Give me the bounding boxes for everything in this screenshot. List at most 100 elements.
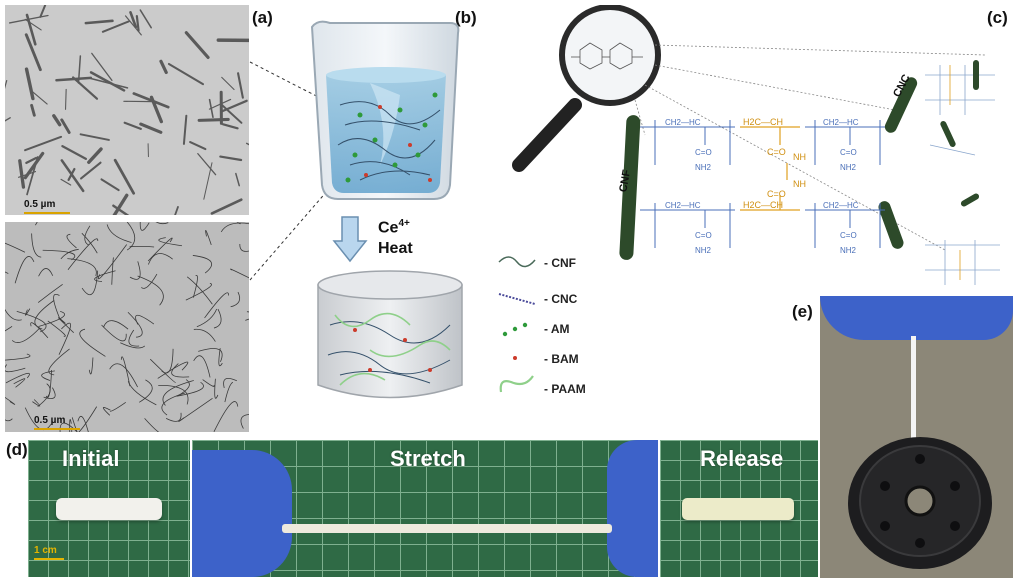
am-legend-icon (502, 322, 528, 337)
cnc-needle (219, 155, 243, 162)
cnc-needle (60, 118, 71, 134)
cnc-needle (24, 33, 42, 72)
cnc-needle (84, 19, 114, 25)
cnf-fibril (38, 268, 54, 277)
cnf-fibril (103, 320, 129, 330)
cnf-fibril (240, 414, 249, 429)
cnf-fibril (171, 363, 190, 378)
svg-text:NH: NH (793, 179, 806, 189)
cnc-needle (64, 88, 67, 110)
cnc-needle (79, 133, 110, 141)
cnc-needle (159, 59, 168, 75)
cnf-fibril (5, 242, 26, 253)
cnf-fibril (192, 255, 213, 274)
panel-label-a: (a) (252, 8, 273, 27)
hydrogel-cylinder (317, 270, 463, 399)
cnf-fibril (5, 418, 13, 422)
cnc-needle (52, 114, 62, 127)
cnc-needle (25, 13, 37, 46)
cnf-fibril (205, 229, 212, 246)
cnf-fibril (45, 370, 52, 398)
cnf-fibril (5, 396, 16, 405)
gel-strand (911, 336, 916, 486)
cnf-fibril (66, 233, 77, 249)
cnc-needle (24, 135, 63, 152)
cnf-fibril (230, 268, 249, 279)
cnf-fibril (106, 224, 132, 243)
cnf-fibril (77, 415, 89, 432)
cnf-fibril (139, 379, 153, 403)
cnc-needle (100, 178, 120, 192)
svg-text:NH: NH (793, 152, 806, 162)
cnf-fibril (220, 222, 249, 233)
gel-sample-stretched (282, 524, 612, 533)
cnf-fibril (193, 355, 211, 378)
cnc-needle (208, 98, 232, 110)
cnc-needle (221, 76, 235, 91)
cnf-fibril (128, 329, 140, 347)
beaker-solution (310, 20, 460, 200)
svg-text:CH2—HC: CH2—HC (823, 201, 859, 210)
cnc-needle (129, 11, 138, 29)
svg-text:C=O: C=O (840, 148, 857, 157)
cnc-needle (203, 162, 213, 200)
reaction-condition-heat: Heat (378, 240, 413, 257)
svg-text:C=O: C=O (767, 147, 786, 157)
cnc-needle (25, 156, 38, 165)
cnf-fibril (14, 256, 35, 284)
svg-text:CH2—HC: CH2—HC (823, 118, 859, 127)
cnf-fibril (88, 357, 94, 375)
cnc-needle (189, 141, 207, 151)
photo-weight-lift (820, 296, 1013, 578)
cnf-fibril (79, 328, 106, 357)
ce-text: Ce (378, 219, 399, 237)
cnf-fibril (38, 310, 65, 327)
panel-label-d: (d) (6, 440, 28, 459)
zoom-connector-lines (249, 61, 329, 281)
cnc-needle (5, 117, 11, 122)
weight-plate (848, 437, 992, 569)
cnf-fibril (202, 379, 215, 387)
cnf-fibril (58, 322, 71, 355)
legend-paam: - PAAM (544, 382, 586, 396)
glove-right (607, 440, 658, 577)
legend-cnc: - CNC (544, 292, 578, 306)
cnc-needles-graphic (5, 5, 249, 215)
cnc-needle (235, 172, 241, 187)
label-release: Release (700, 446, 784, 471)
cnf-fibril (213, 308, 222, 329)
ce-charge: 4+ (398, 218, 410, 229)
cnf-fibril (16, 310, 47, 333)
cnf-fibril (53, 294, 61, 320)
cnf-fibril (158, 385, 189, 405)
cnf-fibril (94, 270, 116, 282)
cnf-fibril (5, 353, 31, 361)
svg-text:H2C—CH: H2C—CH (743, 117, 783, 127)
cnc-needle (139, 122, 163, 134)
cnf-fibril (111, 257, 114, 285)
cnf-fibril (155, 222, 169, 225)
cnc-needle (30, 103, 36, 117)
cnf-fibril (47, 320, 66, 337)
reaction-condition-ce: Ce4+ (378, 218, 410, 237)
photo-initial: 1 cm (28, 440, 190, 577)
cnf-fibril (5, 271, 9, 274)
photo-stretch (192, 440, 658, 577)
svg-text:CH2—HC: CH2—HC (665, 201, 701, 210)
cnf-fibril (239, 244, 249, 252)
panel-label-e: (e) (792, 302, 813, 321)
cnc-needle (132, 92, 170, 109)
cnf-fibril (120, 342, 146, 349)
cnf-fibril (196, 308, 218, 328)
cnf-fibril (81, 270, 99, 296)
cnc-needle (237, 72, 244, 99)
cnc-needle (197, 117, 230, 122)
cnf-fibril (157, 361, 189, 379)
cnc-needle (60, 159, 85, 193)
tem-cnf-scale-label: 0.5 µm (34, 415, 66, 426)
cnf-fibril (186, 276, 213, 305)
tem-image-cnf (5, 222, 249, 432)
cnf-fibril (129, 246, 155, 248)
cnc-needle (220, 99, 248, 113)
glove-hand (820, 296, 1013, 340)
